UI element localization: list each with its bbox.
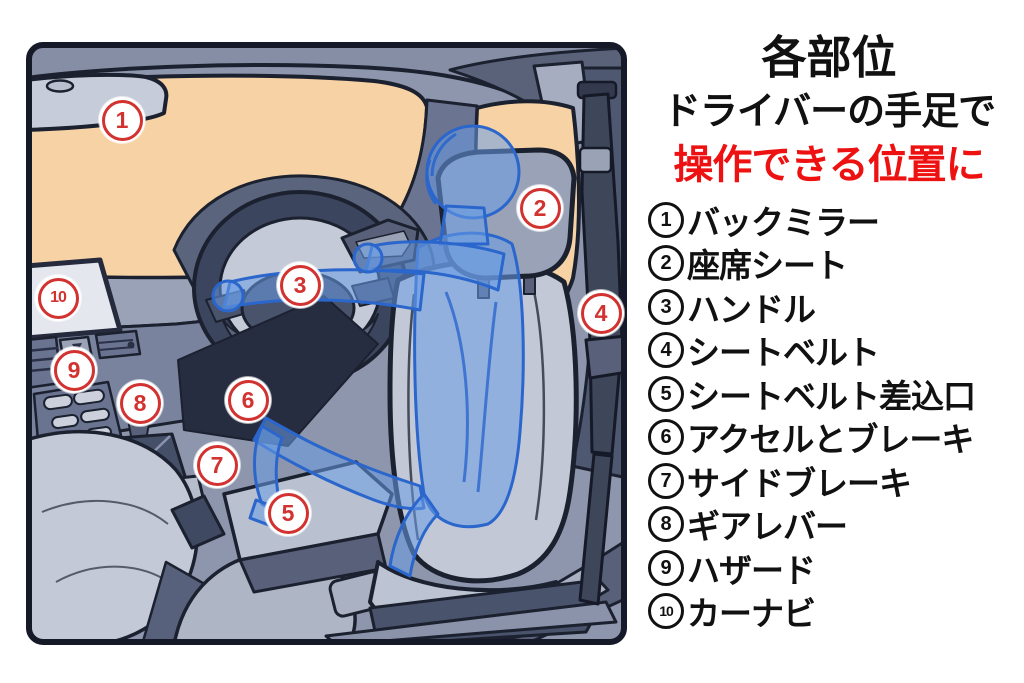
legend-label: シートベルト [687, 334, 880, 372]
illustration-frame [26, 42, 627, 645]
circled-number: 10 [648, 593, 684, 630]
visor-clip [45, 79, 75, 93]
marker-5-seatbelt-buckle: 5 [265, 490, 311, 536]
marker-9-hazard: 9 [51, 347, 97, 393]
marker-number: 1 [101, 99, 143, 141]
marker-number: 5 [267, 492, 309, 534]
car-interior-illustration: 1 2 3 4 5 6 7 8 9 10 [26, 42, 627, 645]
circled-number: 6 [648, 419, 684, 456]
marker-number: 3 [279, 264, 321, 306]
marker-3-steering-wheel: 3 [277, 262, 323, 308]
circled-number: 8 [648, 506, 684, 543]
driver-figure [211, 124, 525, 578]
panel-title: 各部位 ドライバーの手足で 操作できる位置に [634, 30, 1024, 192]
marker-10-car-navi: 10 [35, 275, 81, 321]
circled-number: 2 [648, 245, 684, 282]
marker-number: 2 [519, 187, 561, 229]
legend-label: カーナビ [687, 595, 816, 633]
marker-number: 10 [37, 277, 79, 319]
title-line-3-red: 操作できる位置に [673, 143, 985, 187]
legend-label: 座席シート [687, 247, 848, 285]
marker-number: 6 [227, 379, 269, 421]
circled-number: 9 [648, 549, 684, 586]
marker-number: 9 [53, 349, 95, 391]
marker-number: 8 [119, 382, 161, 424]
marker-4-seatbelt: 4 [578, 290, 624, 336]
marker-6-pedals: 6 [225, 377, 271, 423]
marker-2-seat: 2 [517, 185, 563, 231]
circled-number: 7 [648, 462, 684, 499]
marker-number: 7 [196, 444, 238, 486]
marker-1-rearview-mirror: 1 [99, 97, 145, 143]
legend-label: アクセルとブレーキ [687, 421, 974, 459]
marker-8-gear-lever: 8 [117, 380, 163, 426]
seatbelt [576, 80, 624, 606]
marker-7-side-brake: 7 [194, 442, 240, 488]
circled-number: 3 [648, 288, 684, 325]
legend-label: サイドブレーキ [687, 464, 912, 502]
legend-label: ハザード [687, 551, 816, 589]
circled-number: 4 [648, 332, 684, 369]
legend-label: シートベルト差込口 [687, 377, 976, 415]
marker-number: 4 [580, 292, 622, 334]
legend-label: ハンドル [687, 290, 816, 328]
side-brake [170, 494, 226, 550]
title-line-2: ドライバーの手足で [662, 91, 996, 133]
circled-number: 1 [648, 201, 684, 238]
circled-number: 5 [648, 375, 684, 412]
legend-label: バックミラー [687, 203, 880, 241]
title-line-1: 各部位 [761, 32, 897, 83]
legend-label: ギアレバー [687, 508, 848, 546]
